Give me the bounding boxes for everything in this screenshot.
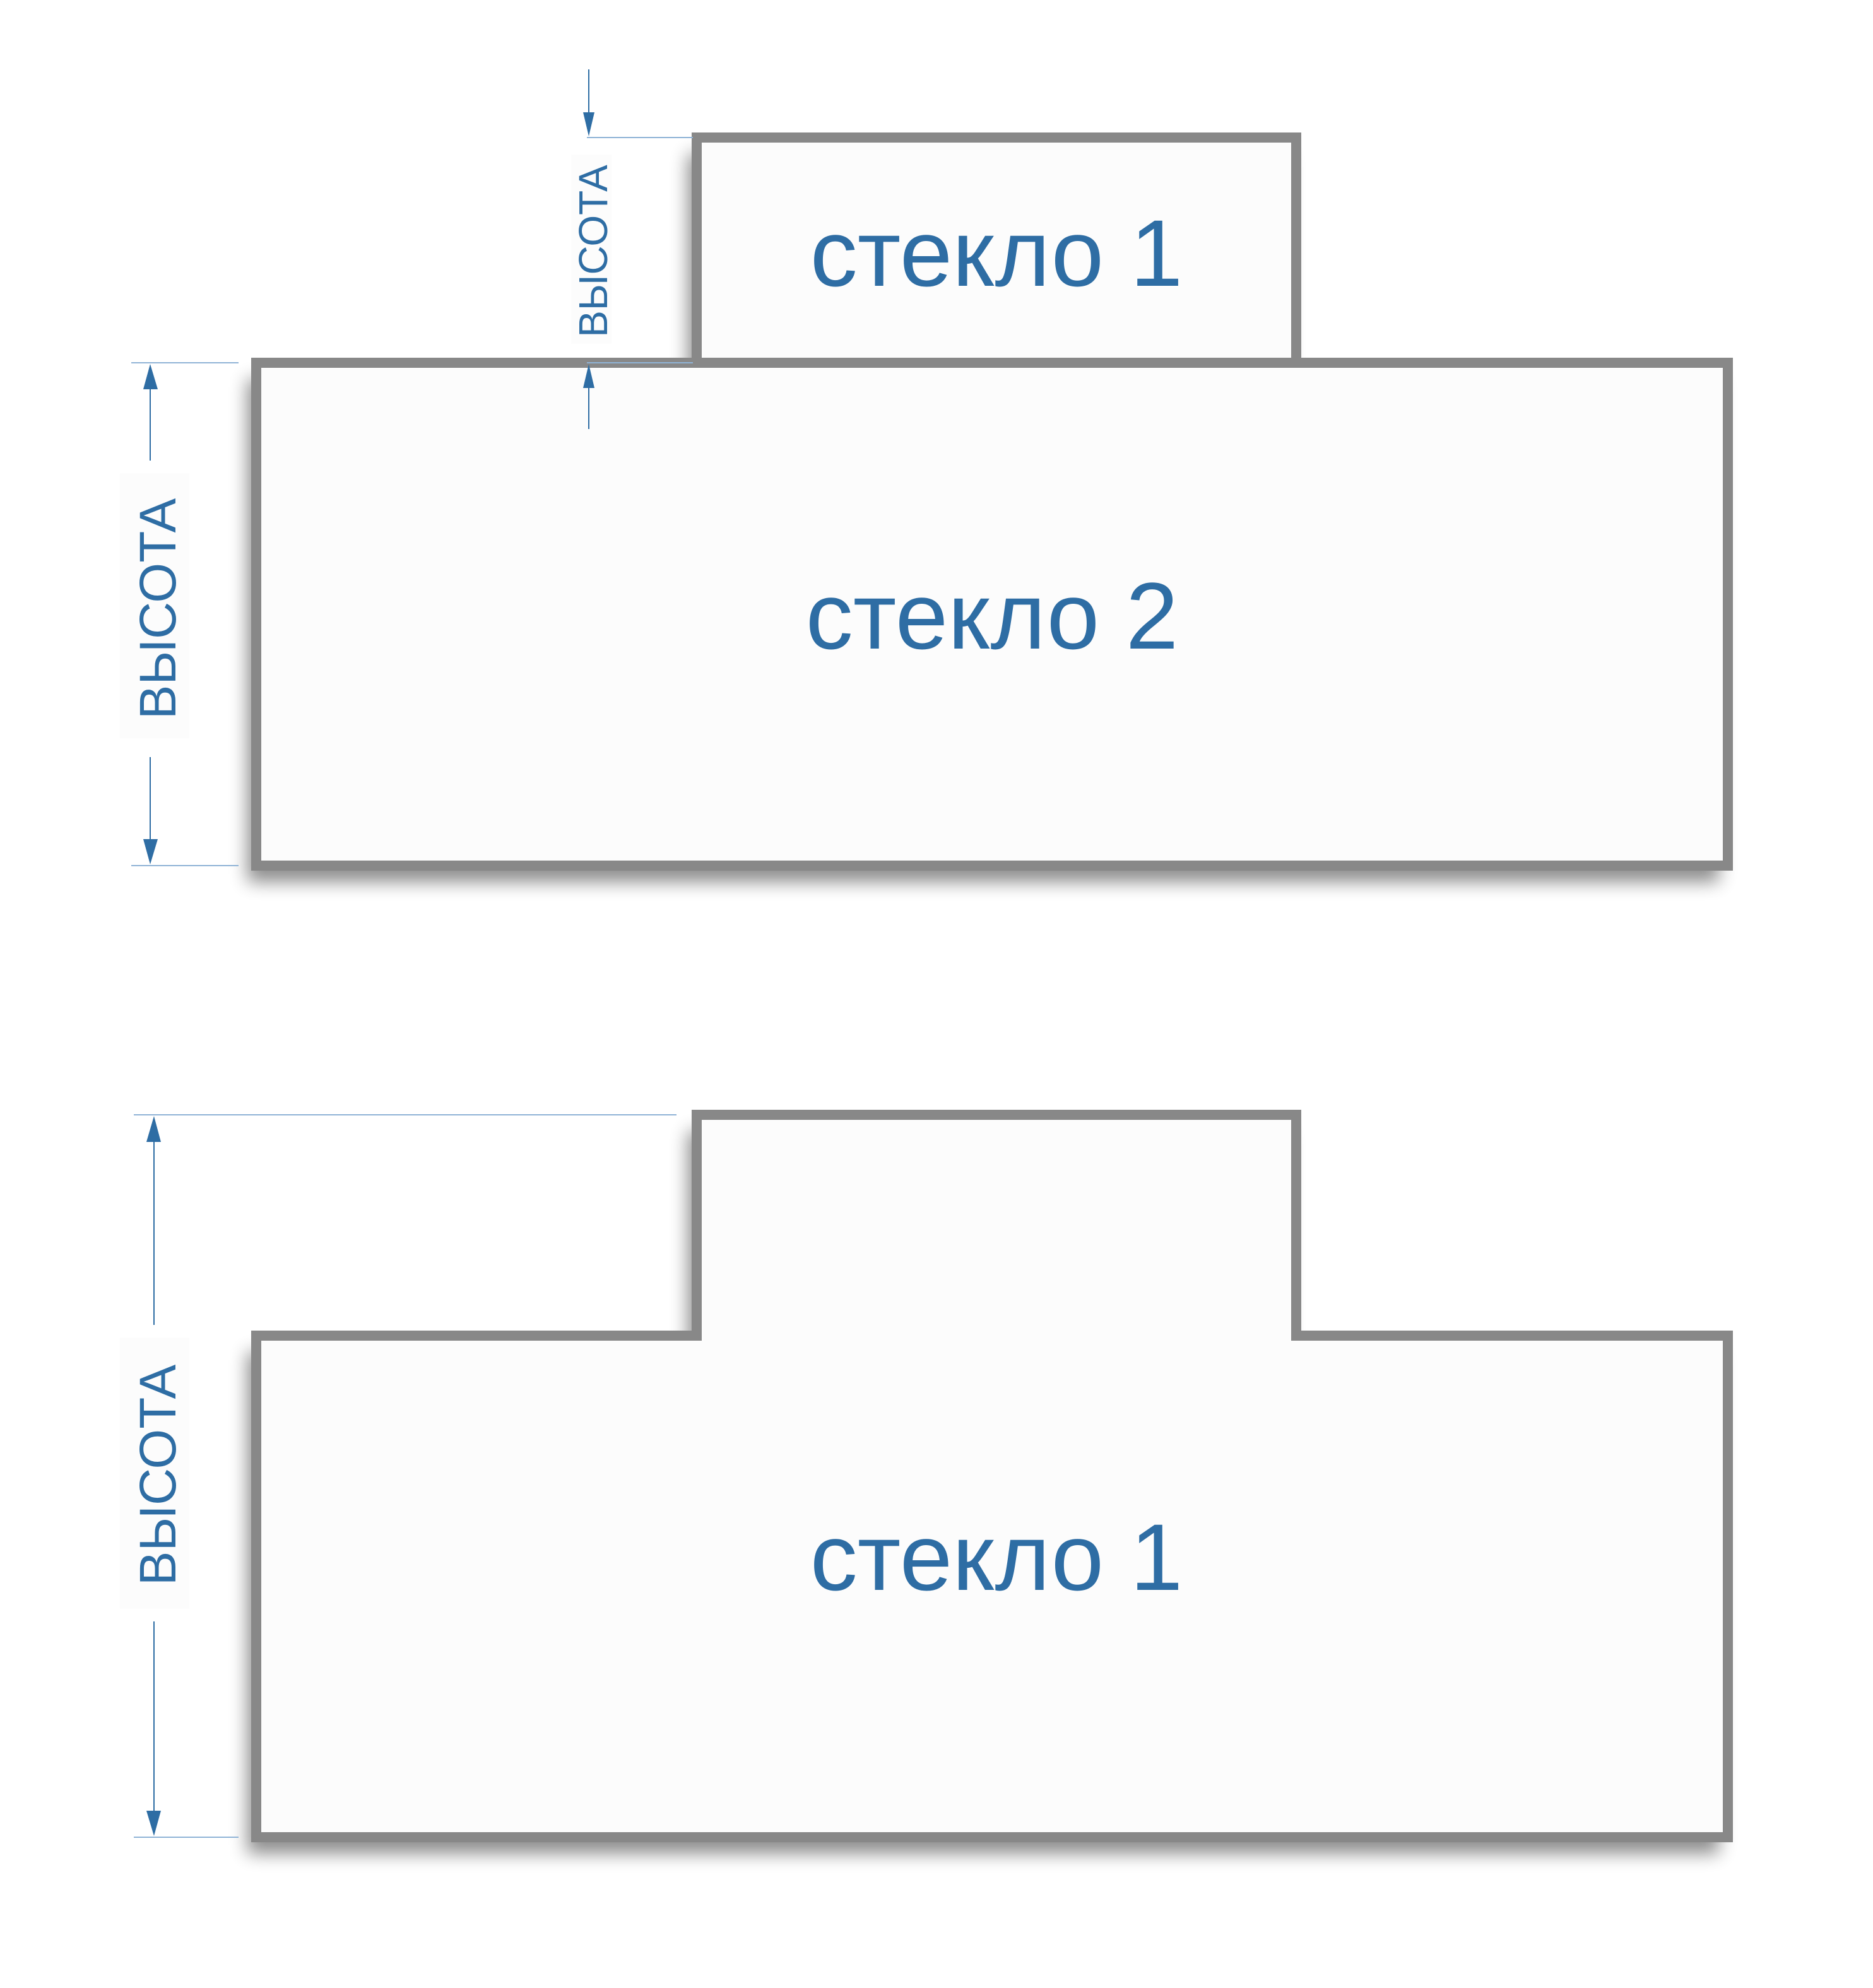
glass-2-height-label: ВЫСОТА — [129, 498, 187, 719]
arrow-up-icon — [143, 364, 158, 389]
combined-height-label: ВЫСОТА — [129, 1364, 187, 1585]
combined-glass-panel: стекло 1 — [251, 1110, 1733, 1842]
arrow-up-icon — [583, 364, 594, 388]
arrow-down-icon — [583, 112, 594, 136]
glass-1-height-label: ВЫСОТА — [570, 165, 616, 338]
glass-1-label: стекло 1 — [810, 200, 1183, 306]
arrow-down-icon — [143, 839, 158, 864]
arrow-down-icon — [146, 1811, 161, 1836]
glass-2-label: стекло 2 — [806, 563, 1178, 669]
top-diagram: стекло 1 стекло 2 ВЫСОТА — [120, 69, 1733, 871]
bottom-diagram: стекло 1 ВЫСОТА — [120, 1110, 1733, 1842]
glass-2-panel: стекло 2 — [251, 358, 1733, 871]
glass-2-height-dimension: ВЫСОТА — [120, 362, 239, 866]
arrow-up-icon — [146, 1116, 161, 1142]
combined-height-dimension: ВЫСОТА — [120, 1114, 677, 1838]
glass-1-height-dimension: ВЫСОТА — [570, 69, 693, 429]
combined-glass-label: стекло 1 — [810, 1504, 1183, 1610]
glass-1-panel: стекло 1 — [692, 132, 1301, 368]
